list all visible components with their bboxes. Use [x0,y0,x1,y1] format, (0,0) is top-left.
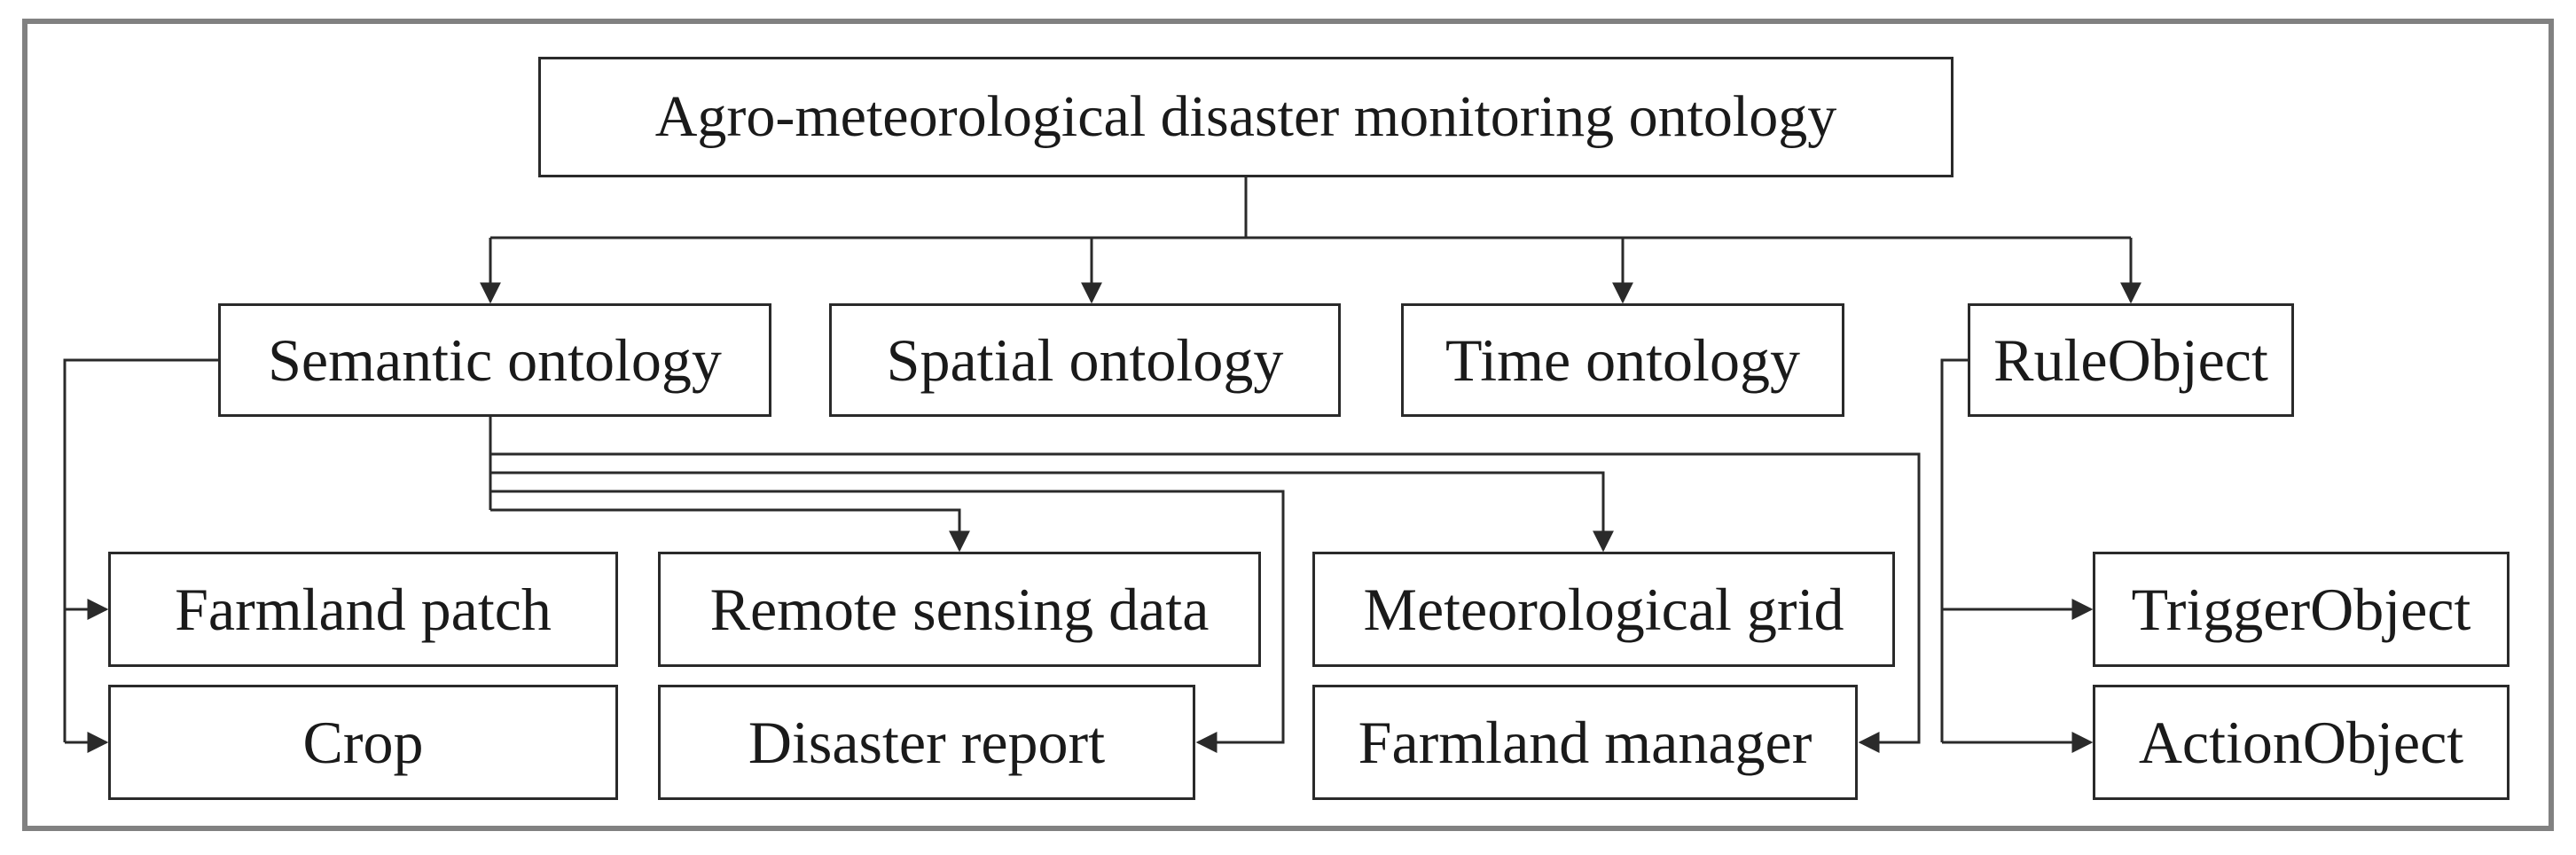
figure-border-frame [22,19,2554,831]
node-crop: Crop [108,685,618,800]
edge-semantic-disaster-report [490,490,1285,753]
edge-semantic-meteorological-grid [490,471,1614,553]
node-agro-ontology-root: Agro-meteorological disaster monitoring … [538,57,1954,177]
edge-semantic-remote-sensing [490,508,970,553]
node-time-ontology: Time ontology [1401,303,1844,417]
node-meteorological-grid: Meteorological grid [1312,552,1895,667]
node-ruleobject: RuleObject [1968,303,2294,417]
node-triggerobject: TriggerObject [2093,552,2509,667]
edge-ruleobject-rail [1940,358,1968,742]
node-farmland-manager: Farmland manager [1312,685,1858,800]
node-remote-sensing-data: Remote sensing data [658,552,1261,667]
node-semantic-ontology: Semantic ontology [218,303,771,417]
edge-semantic-farmland-manager [490,452,1921,753]
node-spatial-ontology: Spatial ontology [829,303,1341,417]
node-actionobject: ActionObject [2093,685,2509,800]
node-disaster-report: Disaster report [658,685,1195,800]
edge-semantic-left-rail [63,358,218,742]
node-farmland-patch: Farmland patch [108,552,618,667]
